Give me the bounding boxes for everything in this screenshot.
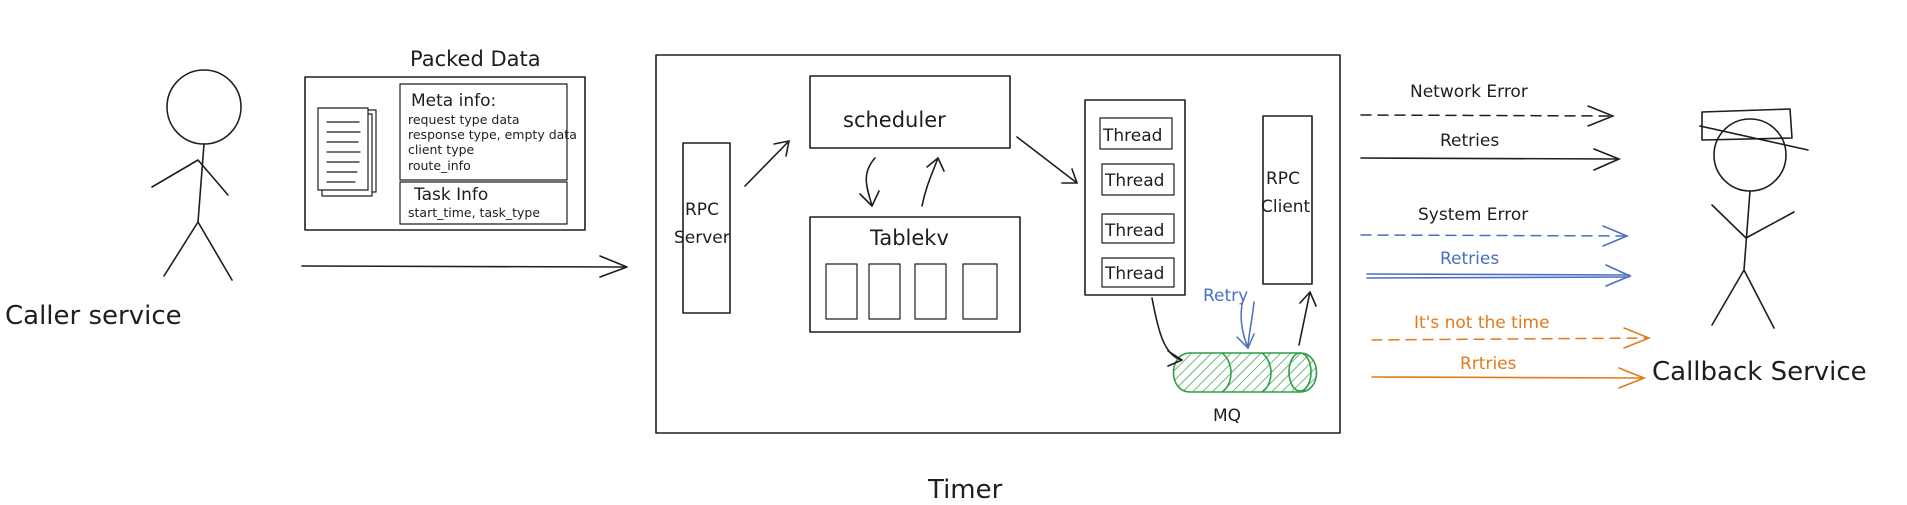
scheduler-to-tablekv-arrow [859,157,880,207]
server-to-scheduler-arrow [744,140,790,187]
rpc-server-label-line2: Server [674,228,730,248]
callback-arms [1711,204,1795,239]
packed-data-title: Packed Data [410,47,541,71]
tablekv-slot-1 [825,263,858,320]
scheduler-box [809,75,1011,149]
retry-label: Retry [1203,286,1248,306]
meta-line-3: client type [408,142,475,157]
tablekv-slot-3 [914,263,947,320]
caller-label: Caller service [5,301,182,331]
packed-data-box [304,76,586,231]
meta-info-box [399,83,568,181]
thread-box-4 [1101,257,1175,288]
meta-line-1: request type data [408,112,520,127]
system-error-label: System Error [1418,205,1528,225]
caller-body [197,143,205,223]
callback-hat-crown [1701,108,1793,141]
caller-arms [151,159,229,196]
tablekv-box [809,216,1021,333]
task-info-title: Task Info [413,185,488,205]
retries-blue-arrow [1366,264,1632,287]
retries-black-label: Retries [1440,131,1499,151]
task-info-box [399,181,568,225]
meta-line-4: route_info [408,158,471,173]
task-info-line: start_time, task_type [408,205,540,220]
meta-info-title: Meta info: [411,91,496,111]
tablekv-slot-2 [868,263,901,320]
rpc-server-box [682,142,731,314]
tablekv-label: Tablekv [869,226,949,250]
scheduler-label: scheduler [843,108,946,132]
request-arrow [301,255,628,278]
caller-legs [163,221,233,281]
scheduler-to-threads-arrow [1016,136,1078,184]
thread-label-2: Thread [1104,171,1164,191]
network-error-label: Network Error [1410,82,1528,102]
thread-box-1 [1099,117,1173,150]
callback-legs [1711,269,1775,329]
callback-label: Callback Service [1652,357,1867,387]
callback-hat-brim [1699,125,1809,151]
threads-to-mq-arrow [1151,297,1183,367]
document-stack-icon [317,107,377,197]
callback-body [1743,190,1751,271]
retries-orange-arrow [1371,367,1647,389]
retry-arrow [1236,299,1255,350]
not-the-time-arrow [1371,327,1652,349]
tablekv-to-scheduler-arrow [921,157,945,207]
mq-to-client-arrow [1298,291,1317,346]
rpc-client-label-line2: Client [1261,197,1311,217]
callback-head [1713,118,1787,192]
retries-blue-label: Retries [1440,249,1499,269]
thread-label-3: Thread [1104,221,1164,241]
tablekv-slot-4 [962,263,998,320]
not-the-time-label: It's not the time [1414,313,1550,333]
mq-label: MQ [1213,406,1241,426]
rpc-server-label-line1: RPC [685,200,719,220]
system-error-arrow [1360,225,1629,247]
thread-pool-box [1084,99,1186,296]
mq-cylinder [1172,352,1318,393]
callback-stick-figure [1699,108,1809,329]
caller-head [166,69,242,145]
thread-box-2 [1101,163,1175,196]
meta-line-2: response type, empty data [408,127,577,142]
retries-orange-label: Rrtries [1460,354,1517,374]
thread-label-4: Thread [1104,264,1164,284]
thread-box-3 [1101,213,1175,244]
network-error-arrow [1360,105,1616,127]
caller-stick-figure [151,69,242,281]
timer-label: Timer [927,475,1003,505]
thread-label-1: Thread [1102,126,1162,146]
retries-black-arrow [1360,148,1622,171]
timer-box [655,54,1341,434]
rpc-client-label-line1: RPC [1266,169,1300,189]
rpc-client-box [1262,115,1313,285]
